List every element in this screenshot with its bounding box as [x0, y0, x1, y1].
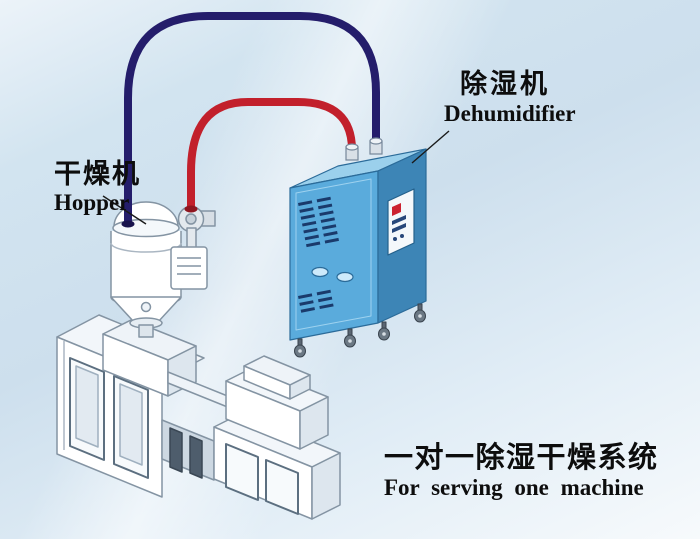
vent-louvers-lower	[298, 289, 334, 313]
blower-hub	[185, 213, 197, 225]
right-cabinet-side	[311, 452, 341, 520]
front-panel-frame	[295, 178, 372, 331]
cabinet-door-1-panel	[75, 365, 99, 448]
control-panel-button-2	[400, 234, 404, 238]
extruder-machine	[56, 314, 341, 520]
hose-fitting-blower	[184, 205, 198, 213]
louver-slat	[303, 227, 318, 234]
leader-lines	[102, 130, 450, 225]
sight-glass	[140, 301, 152, 313]
control-panel-bar-1	[392, 215, 406, 225]
dehumidifier-leader-line	[411, 130, 450, 164]
hopper-leader-line	[102, 195, 147, 225]
louver-slat	[320, 217, 335, 223]
hopper-label-cn: 干燥机	[54, 159, 141, 189]
frame-post-1	[169, 427, 183, 473]
cabinet-door-3	[225, 443, 259, 501]
indicator-oval-2	[336, 271, 354, 283]
hopper-dryer	[110, 201, 216, 338]
dehumidifier-front-face	[289, 170, 379, 341]
pipe-stub-left-top	[345, 143, 359, 151]
louver-slat	[299, 300, 314, 306]
vent-louvers-upper	[298, 196, 339, 248]
casters	[294, 303, 426, 358]
louver-slat	[324, 237, 339, 244]
caster-hub	[298, 349, 302, 353]
cabinet-door-2-panel	[119, 383, 143, 466]
dehumidifier-label-cn: 除湿机	[460, 69, 550, 99]
hopper-label-en: Hopper	[54, 190, 130, 216]
return-air-hose	[124, 12, 380, 226]
control-panel-display	[392, 203, 401, 216]
dry-air-hose	[187, 98, 356, 210]
dehumidifier-unit	[289, 148, 427, 358]
louver-slat	[298, 293, 313, 299]
hose-fitting-hopper-lid	[121, 220, 135, 228]
system-caption-en: For serving one machine	[384, 475, 644, 501]
caster-hub	[348, 339, 352, 343]
louver-slat	[306, 241, 321, 248]
filter-box	[170, 246, 208, 290]
pipe-stub-right-top	[369, 137, 383, 145]
hopper-label: 干燥机 Hopper	[54, 160, 141, 215]
louver-slat	[321, 224, 337, 230]
system-caption: 一对一除湿干燥系统 For serving one machine	[384, 443, 659, 501]
dehumidifier-label-en: Dehumidifier	[444, 101, 576, 127]
louver-slat	[319, 303, 334, 310]
louver-slat	[317, 203, 333, 210]
louver-slat	[300, 307, 315, 313]
cabinet-door-4	[265, 459, 299, 515]
caster-hub	[382, 332, 386, 336]
louver-slat	[316, 289, 331, 296]
louver-slat	[316, 196, 331, 203]
frame-post-2	[189, 435, 203, 479]
louver-slat	[319, 210, 334, 217]
louver-slat	[300, 214, 315, 220]
hopper-body	[111, 231, 181, 297]
head-side-face	[299, 396, 329, 450]
louver-slat	[299, 207, 314, 213]
cone-neck	[138, 324, 154, 338]
louver-slat	[317, 296, 333, 303]
louver-slat	[304, 234, 319, 241]
control-panel	[387, 188, 415, 256]
dehumidifier-pipe-stubs	[345, 137, 383, 161]
louver-slat	[323, 231, 338, 237]
indicator-oval-1	[311, 266, 329, 278]
control-panel-bar-2	[392, 223, 406, 233]
louver-slat	[302, 220, 317, 227]
caster-hub	[418, 314, 422, 318]
control-panel-button-1	[393, 237, 397, 241]
system-caption-cn: 一对一除湿干燥系统	[384, 442, 659, 474]
louver-slat	[298, 200, 313, 206]
dehumidifier-label: 除湿机 Dehumidifier	[444, 70, 576, 126]
head-cap-side	[289, 374, 311, 400]
